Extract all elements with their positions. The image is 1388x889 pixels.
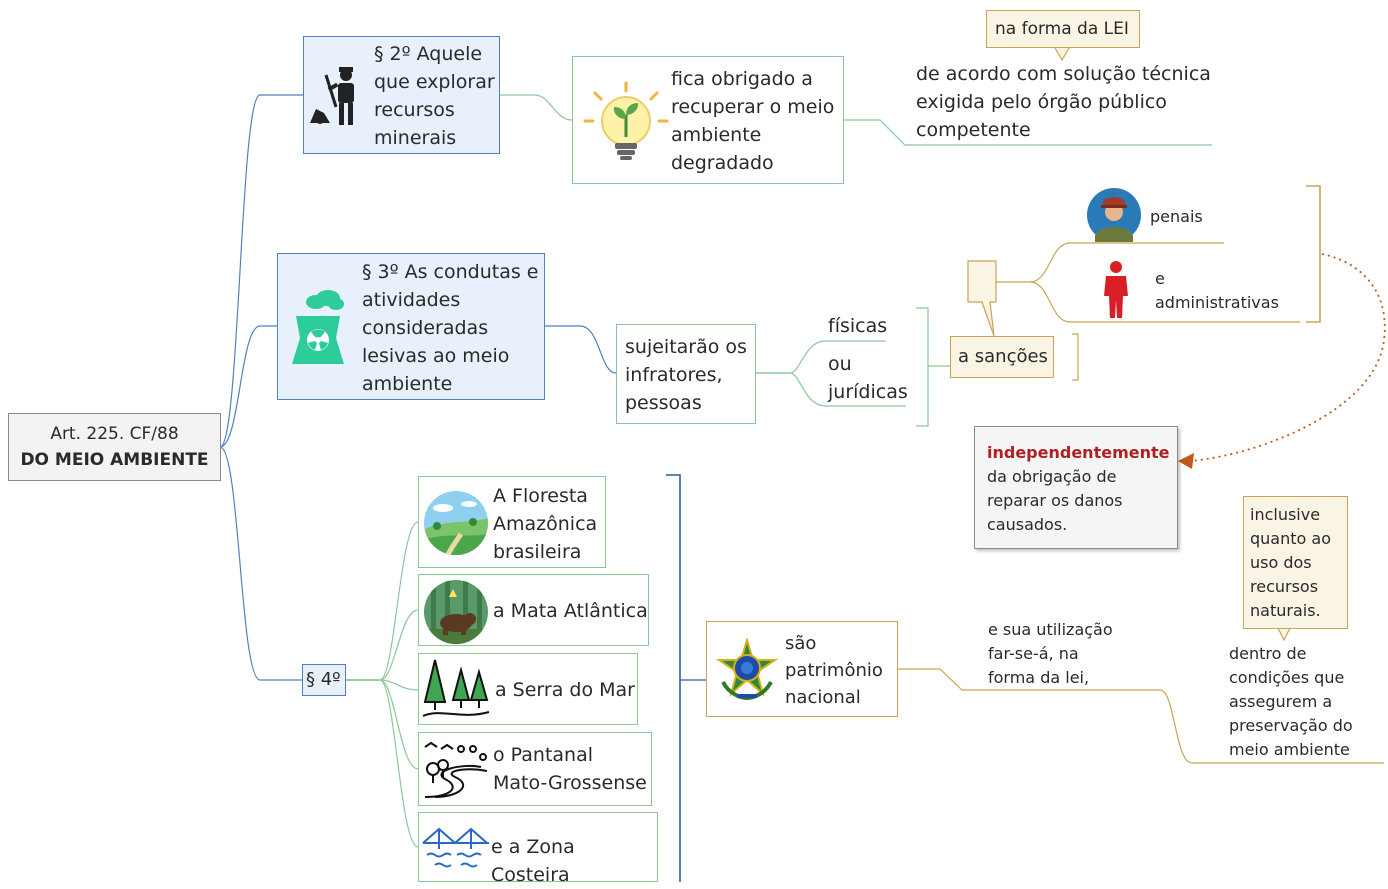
administrativas-text[interactable]: e administrativas bbox=[1155, 269, 1279, 312]
penais-text[interactable]: penais bbox=[1150, 207, 1203, 226]
item-text-0: A Floresta Amazônica brasileira bbox=[493, 485, 598, 563]
inclusive-callout[interactable]: inclusive quanto ao uso dos recursos nat… bbox=[1243, 496, 1348, 629]
item-text-4: e a Zona Costeira bbox=[491, 836, 575, 886]
subject-node[interactable]: sujeitarão os infratores, pessoas bbox=[616, 324, 756, 424]
lightbulb-plant-icon bbox=[583, 81, 669, 160]
item-text-3: o Pantanal Mato-Grossense bbox=[493, 744, 647, 794]
brazil-coat-of-arms-icon bbox=[715, 638, 779, 701]
item-mata-atlantica[interactable]: a Mata Atlântica bbox=[418, 574, 649, 646]
patrimonio-text: são patrimônio nacional bbox=[785, 633, 883, 708]
inclusive-text: inclusive quanto ao uso dos recursos nat… bbox=[1250, 505, 1331, 620]
item-text-2: a Serra do Mar bbox=[495, 679, 635, 701]
patrimonio-node[interactable]: são patrimônio nacional bbox=[706, 621, 898, 717]
soldier-avatar-icon bbox=[1087, 188, 1141, 242]
subject-text: sujeitarão os infratores, pessoas bbox=[625, 336, 747, 414]
bear-forest-icon bbox=[424, 580, 488, 644]
nuclear-plant-icon bbox=[292, 290, 344, 364]
sancoes-text: a sanções bbox=[958, 346, 1048, 367]
par3-label: § 3º As condutas e atividades considerad… bbox=[362, 261, 539, 395]
winding-road-icon bbox=[424, 741, 488, 798]
forest-landscape-icon bbox=[424, 491, 488, 555]
par2-node[interactable]: § 2º Aquele que explorar recursos minera… bbox=[303, 36, 500, 154]
person-icon bbox=[1104, 261, 1128, 318]
obligation-text: fica obrigado a recuperar o meio ambient… bbox=[671, 68, 835, 174]
par4-label: § 4º bbox=[306, 669, 341, 690]
na-forma-da-lei-text: na forma da LEI bbox=[995, 19, 1129, 39]
par2-label: § 2º Aquele que explorar recursos minera… bbox=[374, 43, 495, 149]
root-title: Art. 225. CF/88 bbox=[50, 424, 179, 444]
note-text: da obrigação de reparar os danos causado… bbox=[987, 467, 1123, 534]
root-node[interactable]: Art. 225. CF/88 DO MEIO AMBIENTE bbox=[8, 413, 221, 481]
note-bold-text: independentemente bbox=[987, 443, 1170, 462]
par4-node[interactable]: § 4º bbox=[302, 664, 346, 696]
obligation-node[interactable]: fica obrigado a recuperar o meio ambient… bbox=[572, 56, 844, 184]
solution-text[interactable]: de acordo com solução técnica exigida pe… bbox=[916, 63, 1211, 141]
item-zona-costeira[interactable]: e a Zona Costeira bbox=[418, 812, 658, 886]
condicoes-text[interactable]: dentro de condições que assegurem a pres… bbox=[1229, 644, 1353, 759]
par3-node[interactable]: § 3º As condutas e atividades considerad… bbox=[277, 253, 545, 400]
root-subtitle: DO MEIO AMBIENTE bbox=[20, 450, 209, 470]
item-serra-do-mar[interactable]: a Serra do Mar bbox=[418, 653, 638, 725]
na-forma-da-lei-callout[interactable]: na forma da LEI bbox=[986, 10, 1140, 48]
juridicas-text[interactable]: ou jurídicas bbox=[828, 353, 908, 403]
item-pantanal[interactable]: o Pantanal Mato-Grossense bbox=[418, 732, 652, 806]
fisicas-text[interactable]: físicas bbox=[828, 315, 888, 337]
pine-trees-icon bbox=[422, 659, 490, 717]
bridge-icon bbox=[422, 827, 489, 868]
sancoes-node[interactable]: a sanções bbox=[950, 336, 1054, 378]
miner-icon bbox=[310, 67, 354, 125]
independentemente-note[interactable]: independentemente da obrigação de repara… bbox=[974, 426, 1178, 549]
item-text-1: a Mata Atlântica bbox=[493, 600, 648, 622]
item-floresta-amazonica[interactable]: A Floresta Amazônica brasileira bbox=[418, 476, 606, 568]
utilizacao-text[interactable]: e sua utilização far-se-á, na forma da l… bbox=[988, 620, 1113, 687]
